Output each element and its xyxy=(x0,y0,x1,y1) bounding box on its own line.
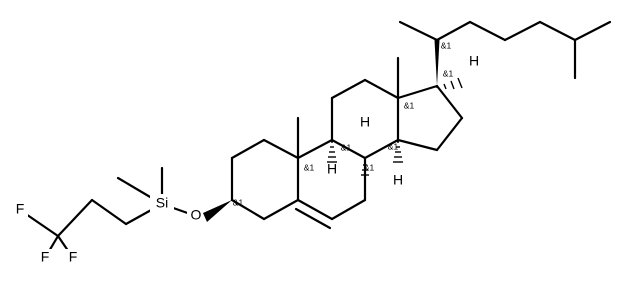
fluorine-label: F xyxy=(41,249,50,265)
stereo-tags: &1 &1 &1 &1 &1 &1 &1 &1 xyxy=(233,40,454,207)
stereo-tag: &1 xyxy=(364,162,375,172)
fluorine-label: F xyxy=(16,201,25,217)
bond-lines xyxy=(18,20,612,260)
stereo-tag: &1 xyxy=(233,197,244,207)
atom-labels: F F F Si O H H H H xyxy=(16,53,479,265)
hydrogen-label: H xyxy=(327,161,337,177)
wedge-bonds xyxy=(203,40,440,222)
stereo-tag: &1 xyxy=(304,162,315,172)
hydrogen-label: H xyxy=(393,172,403,188)
stereo-tag: &1 xyxy=(388,141,399,151)
fluorine-label: F xyxy=(69,249,78,265)
hydrogen-label: H xyxy=(469,53,479,69)
hashed-bonds xyxy=(327,77,463,176)
stereo-tag: &1 xyxy=(443,68,454,78)
oxygen-label: O xyxy=(191,207,202,223)
stereo-tag: &1 xyxy=(341,142,352,152)
stereo-tag: &1 xyxy=(404,100,415,110)
hydrogen-label: H xyxy=(360,114,370,130)
stereo-tag: &1 xyxy=(441,40,452,50)
silicon-label: Si xyxy=(156,195,168,211)
